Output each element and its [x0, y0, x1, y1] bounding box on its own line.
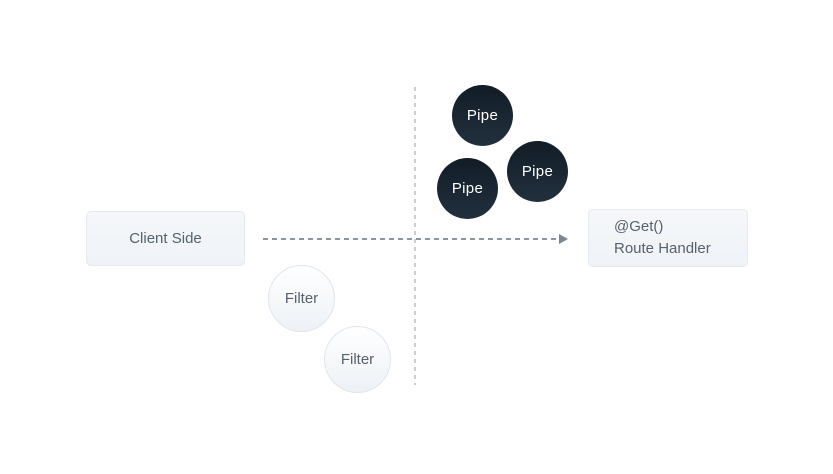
filter-label: Filter	[284, 290, 319, 307]
pipe-label: Pipe	[521, 163, 554, 180]
route-decorator-label: @Get()	[614, 218, 664, 235]
pipe-label: Pipe	[451, 180, 484, 197]
route-handler-label: Route Handler	[614, 240, 711, 257]
flow-arrow-line	[263, 238, 560, 240]
route-handler-box: @Get() Route Handler	[588, 209, 748, 267]
pipe-node: Pipe	[507, 141, 568, 202]
arrow-head-icon	[559, 234, 568, 244]
filter-node: Filter	[324, 326, 391, 393]
filter-label: Filter	[340, 351, 375, 368]
vertical-divider	[414, 87, 416, 385]
pipe-label: Pipe	[466, 107, 499, 124]
client-side-box: Client Side	[86, 211, 245, 266]
client-side-label: Client Side	[129, 230, 202, 247]
pipe-node: Pipe	[452, 85, 513, 146]
filter-node: Filter	[268, 265, 335, 332]
pipe-node: Pipe	[437, 158, 498, 219]
